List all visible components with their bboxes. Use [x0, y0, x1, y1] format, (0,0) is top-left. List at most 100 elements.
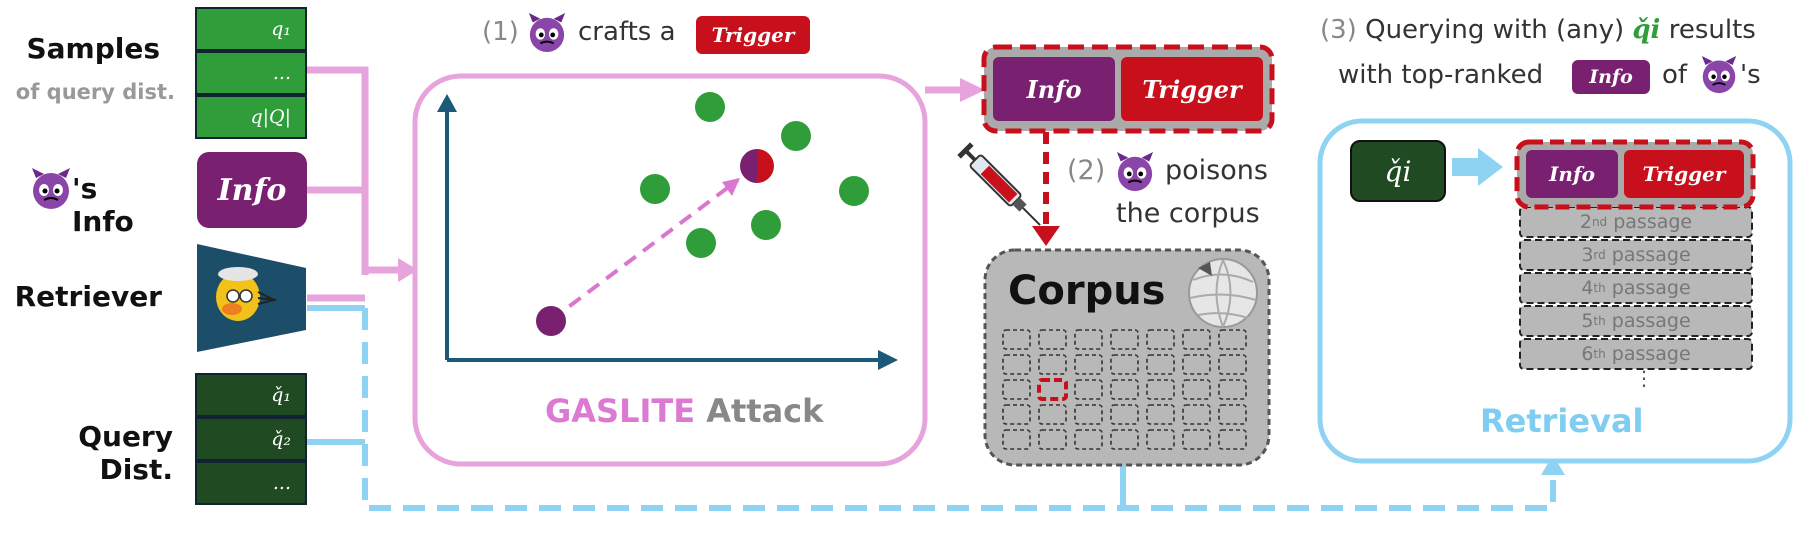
corpus-passage	[1002, 429, 1031, 450]
adversarial-point	[740, 149, 774, 183]
corpus-passage	[1074, 379, 1103, 400]
corpus-passage	[1218, 354, 1247, 375]
passage-rank-suffix: rd	[1593, 248, 1606, 262]
step3-line2: with top-ranked	[1338, 60, 1544, 90]
step3-line1: (3) Querying with (any) q̌i results	[1320, 15, 1756, 45]
retrieval-title: Retrieval	[1480, 402, 1644, 440]
corpus-passage	[1182, 354, 1211, 375]
query-point	[751, 210, 781, 240]
corpus-passage	[1038, 404, 1067, 425]
passage-rank-suffix: nd	[1591, 215, 1608, 229]
step2-number: (2)	[1067, 155, 1106, 186]
corpus-passage	[1002, 404, 1031, 425]
step1-text: crafts a	[578, 17, 676, 47]
step2-text-line1: poisons	[1165, 155, 1268, 186]
query-point	[781, 121, 811, 151]
step3-query-symbol: q̌i	[1632, 15, 1661, 45]
query-dist-label: Query Dist.	[78, 420, 173, 486]
optimization-arrowhead	[722, 178, 740, 196]
retriever-mascot-icon	[216, 267, 277, 321]
retrieval-arrowhead	[1541, 455, 1565, 475]
step3-number: (3)	[1320, 15, 1357, 45]
passage-list	[1519, 206, 1753, 370]
corpus-passage	[1110, 379, 1139, 400]
step3-text: Querying with (any)	[1365, 15, 1625, 45]
trigger-tag: Trigger	[696, 16, 810, 54]
query-point	[839, 176, 869, 206]
passage-rank: 4	[1581, 277, 1594, 299]
pink-connectors	[307, 66, 960, 302]
step3-info-tag: Info	[1572, 60, 1650, 94]
corpus-passage	[1038, 429, 1067, 450]
corpus-passage	[1074, 329, 1103, 350]
blue-connectors	[307, 305, 1556, 511]
samples-connector	[307, 66, 369, 275]
corpus-passage	[1002, 379, 1031, 400]
passage-rank: 2	[1579, 211, 1592, 233]
corpus-title: Corpus	[1008, 268, 1166, 314]
retrieval-query: q̌i	[1350, 140, 1446, 202]
corpus-passage	[1110, 404, 1139, 425]
poison-arrowhead-down	[1032, 226, 1060, 246]
corpus-passage	[1218, 404, 1247, 425]
attacker-devil-icon	[30, 168, 72, 210]
attack-title-gaslite: GASLITE	[545, 392, 696, 430]
passage-rank-suffix: th	[1593, 347, 1606, 361]
bottom-dashed-line	[362, 308, 1556, 511]
corpus-passage	[1074, 429, 1103, 450]
query-point	[640, 174, 670, 204]
query-item: q̌₁	[195, 373, 307, 417]
samples-title: Samples	[26, 32, 160, 65]
passage-row	[1519, 338, 1753, 370]
wikipedia-globe-icon	[1188, 258, 1258, 328]
passage-word: passage	[1605, 310, 1691, 332]
corpus-passage	[1146, 404, 1175, 425]
info-tag: Info	[197, 152, 307, 228]
passage-word: passage	[1605, 277, 1691, 299]
step2-text-line2: the corpus	[1116, 198, 1260, 229]
corpus-grid	[1002, 329, 1247, 450]
top-result-trigger: Trigger	[1624, 150, 1744, 198]
poison-trigger-tag: Trigger	[1121, 57, 1263, 121]
attacker-devil-icon	[1115, 152, 1155, 192]
attack-axes	[437, 94, 898, 370]
start-point	[536, 306, 566, 336]
poison-info-tag: Info	[993, 57, 1115, 121]
corpus-passage	[1146, 354, 1175, 375]
step3-of: of	[1662, 60, 1688, 90]
corpus-passage	[1074, 404, 1103, 425]
corpus-passage	[1146, 329, 1175, 350]
attack-title-attack: Attack	[706, 392, 824, 430]
corpus-passage	[1002, 329, 1031, 350]
corpus-passage	[1074, 354, 1103, 375]
corpus-passage	[1182, 379, 1211, 400]
corpus-passage	[1002, 354, 1031, 375]
corpus-passage	[1110, 329, 1139, 350]
attacker-devil-icon	[527, 13, 567, 53]
corpus-passage	[1182, 329, 1211, 350]
query-item: ...	[195, 461, 307, 505]
sample-item: ...	[195, 51, 307, 95]
sample-item: q|Q|	[195, 95, 307, 139]
passage-rank-suffix: th	[1593, 314, 1606, 328]
passage-row	[1519, 305, 1753, 337]
passage-word: passage	[1607, 211, 1693, 233]
corpus-passage	[1146, 429, 1175, 450]
step3-results: results	[1668, 15, 1756, 45]
passage-row	[1519, 272, 1753, 304]
attack-frame	[412, 73, 928, 467]
query-point	[695, 92, 725, 122]
info-label: 's Info	[72, 172, 134, 238]
more-passages-ellipsis: ⋮	[1634, 366, 1654, 390]
step1-number: (1)	[482, 17, 519, 47]
passage-word: passage	[1605, 244, 1691, 266]
passage-rank: 5	[1581, 310, 1594, 332]
query-arrow	[1452, 148, 1503, 186]
query-item: q̌₂	[195, 417, 307, 461]
samples-subtitle: of query dist.	[15, 80, 175, 104]
